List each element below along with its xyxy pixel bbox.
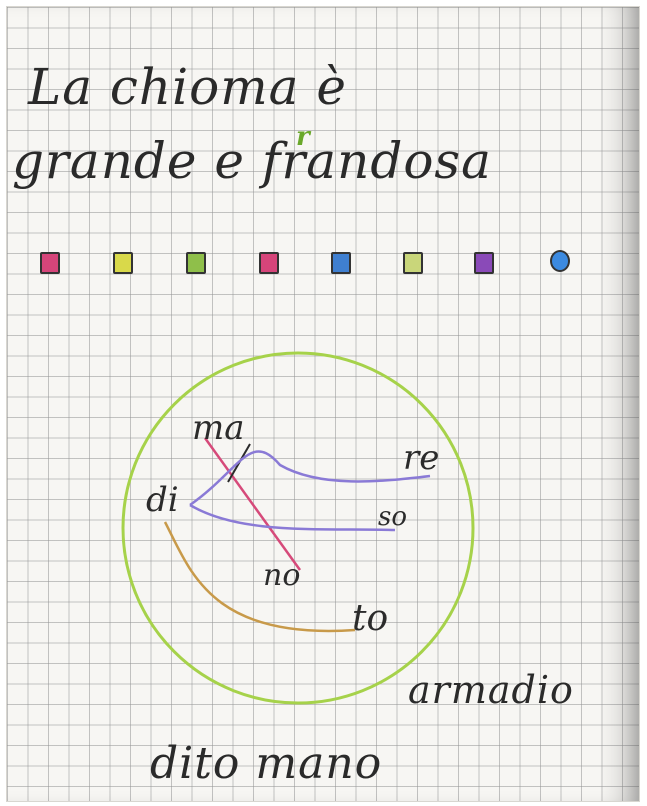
syllable-so: so (378, 502, 407, 532)
word-armadio: armadio (408, 668, 574, 712)
link-di-so (190, 505, 395, 530)
syllable-to: to (352, 598, 388, 639)
link-ma-no (205, 438, 300, 570)
syllable-re: re (403, 438, 439, 478)
syllable-ma: ma (192, 408, 245, 448)
link-di-re (190, 451, 430, 505)
word-dito-mano: dito mano (150, 738, 382, 789)
link-di-to (165, 522, 355, 631)
syllable-di: di (146, 480, 179, 520)
syllable-no: no (263, 558, 300, 593)
